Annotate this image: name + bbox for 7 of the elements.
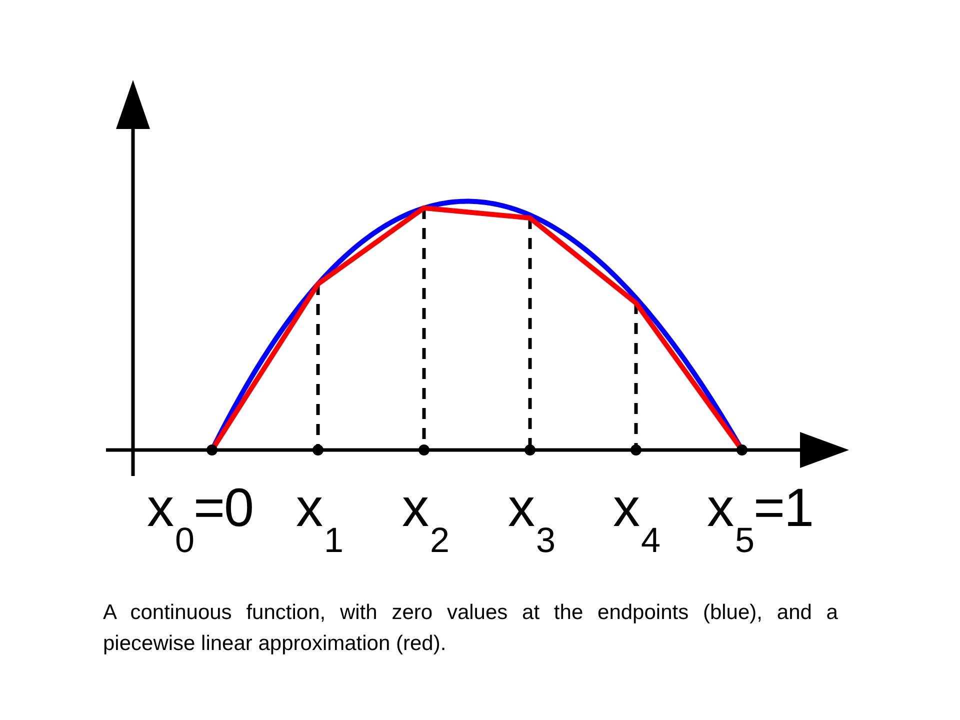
point-label: x$_{4}$ xyxy=(613,481,660,562)
point-label: x$_{1}$ xyxy=(296,481,343,562)
point-label: x$_{2}$ xyxy=(402,481,449,562)
point-label: x$_{0}$=0 xyxy=(147,481,254,562)
caption: A continuous function, with zero values at the endpoints (blue), and a piecewise linear approximation (red). xyxy=(103,600,838,657)
point-label: x$_{3}$ xyxy=(508,481,555,562)
point-label: x$_{5}$=1 xyxy=(707,481,814,562)
